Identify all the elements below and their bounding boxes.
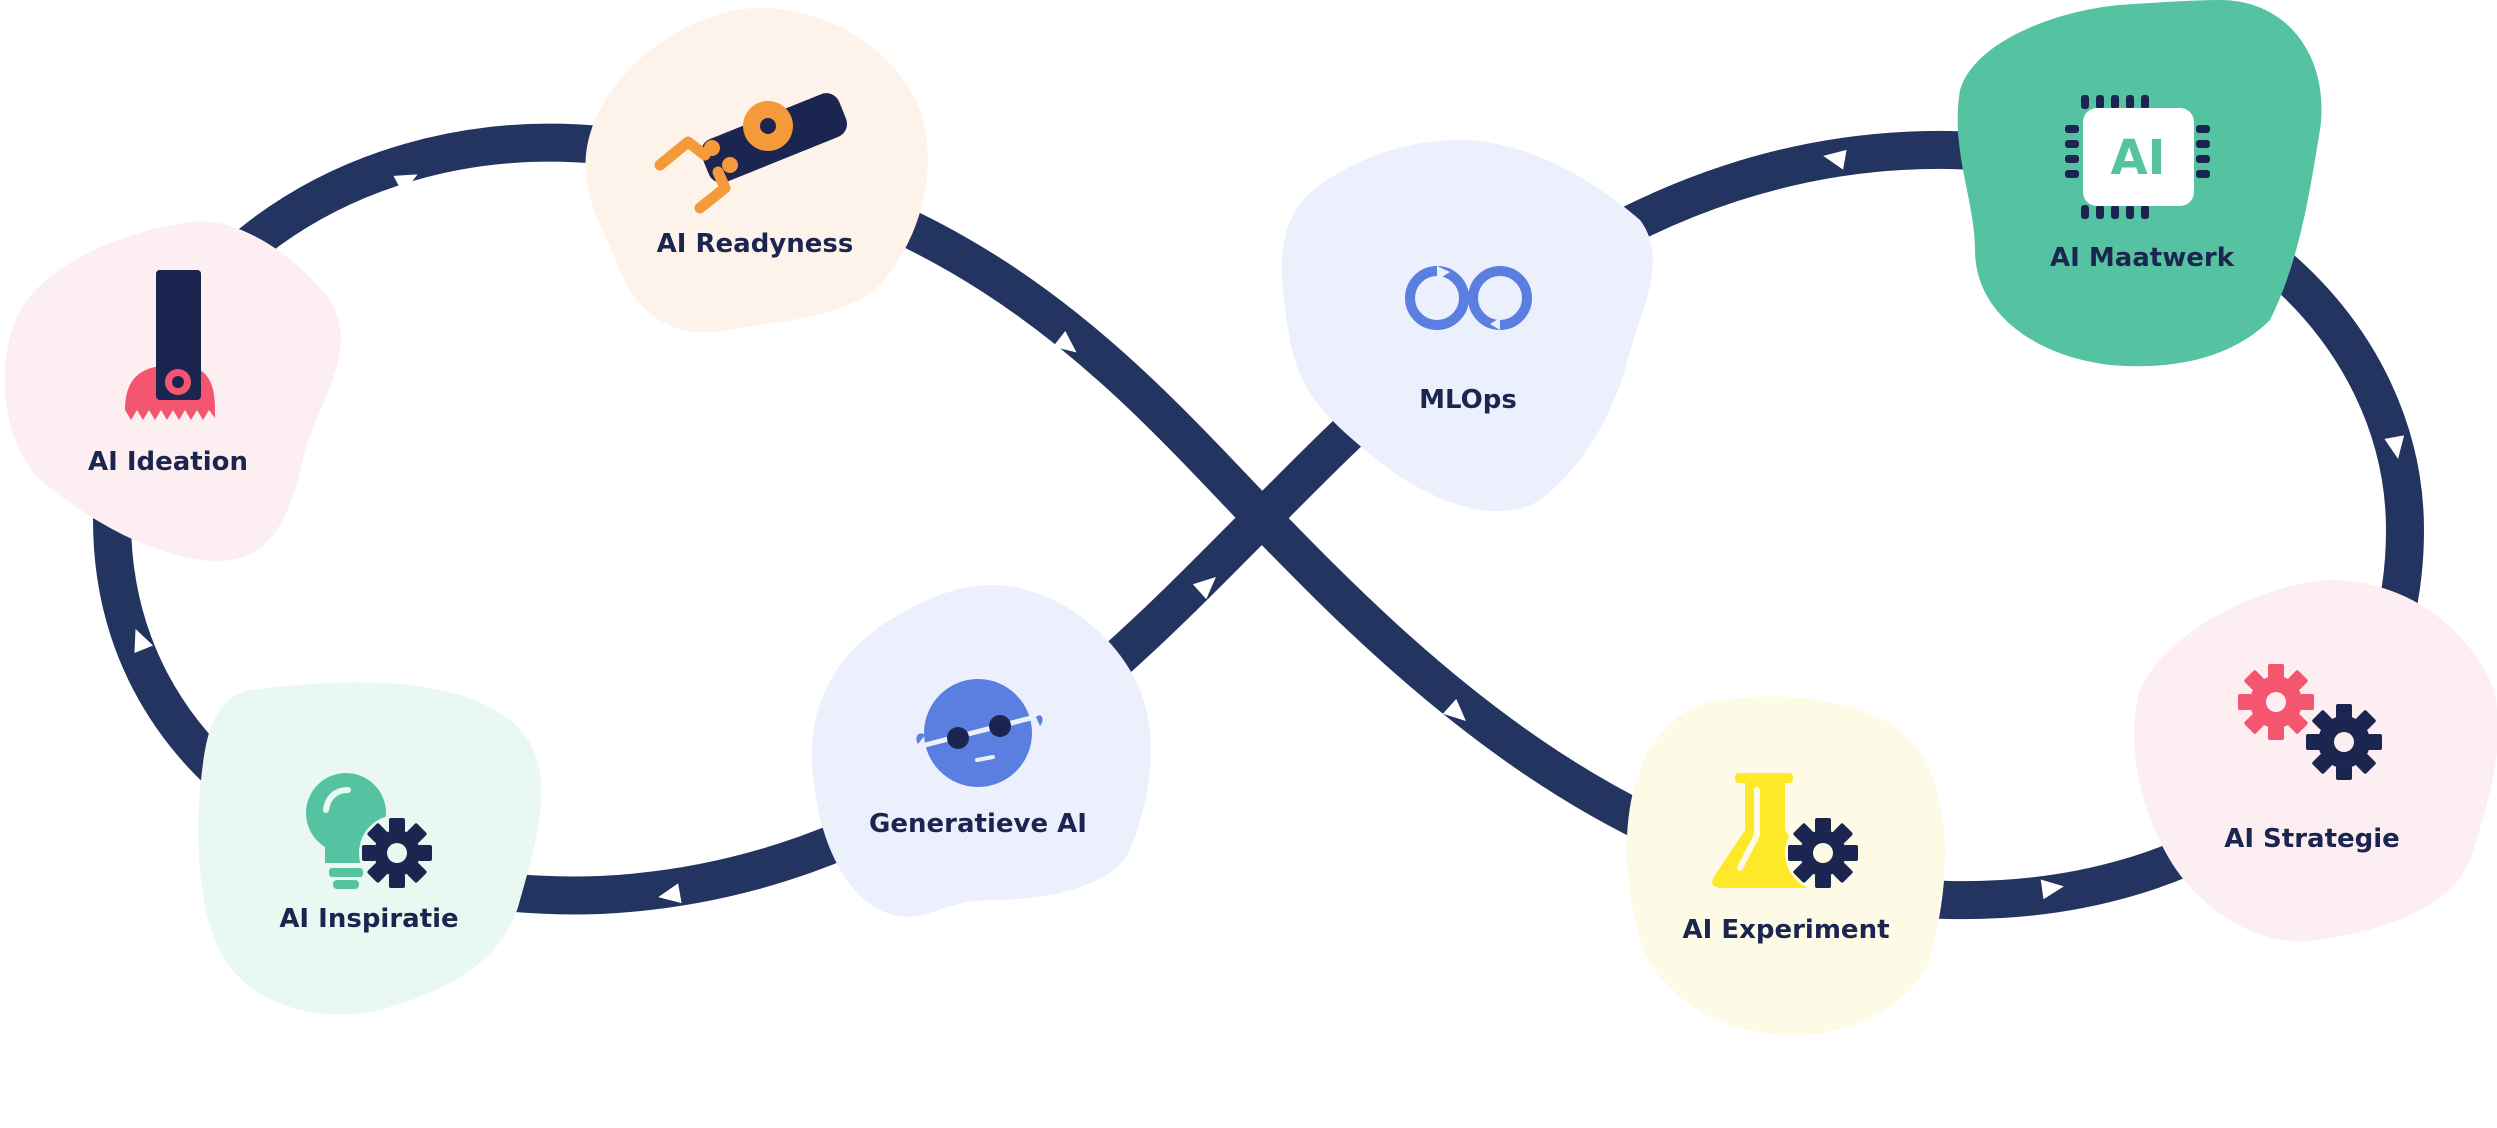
node-ai-readyness[interactable]: AI Readyness xyxy=(585,7,928,333)
arrow-5 xyxy=(2384,435,2405,459)
direction-arrows xyxy=(134,149,2405,904)
node-ai-inspiratie[interactable]: AI Inspiratie xyxy=(198,682,542,1015)
node-ai-strategie[interactable]: AI Strategie xyxy=(2134,580,2497,942)
flask-gear-icon xyxy=(1712,773,1861,891)
node-ai-maatwerk[interactable]: AI AI Maatwerk xyxy=(1957,0,2322,367)
node-label: AI Inspiratie xyxy=(279,904,458,934)
arrow-9 xyxy=(134,628,154,654)
arrow-1 xyxy=(393,174,418,194)
arrow-6 xyxy=(1823,149,1847,170)
arrow-7 xyxy=(1192,576,1216,600)
svg-text:AI: AI xyxy=(2110,130,2165,186)
readyness-blob xyxy=(585,7,928,333)
arrow-3 xyxy=(1442,698,1466,722)
robot-face-icon xyxy=(916,679,1043,787)
stamp-icon xyxy=(125,270,215,420)
node-label: Generatieve AI xyxy=(869,809,1087,839)
node-generatieve-ai[interactable]: Generatieve AI xyxy=(811,585,1151,917)
robot-arm-icon xyxy=(654,93,848,214)
node-label: AI Strategie xyxy=(2224,824,2400,854)
node-label: MLOps xyxy=(1419,385,1517,415)
node-ai-experiment[interactable]: AI Experiment xyxy=(1626,696,1946,1036)
node-ai-ideation[interactable]: AI Ideation xyxy=(4,221,341,562)
lightbulb-gear-icon xyxy=(306,773,435,891)
node-label: AI Readyness xyxy=(657,229,854,259)
arrow-2 xyxy=(1052,330,1077,353)
mlops-blob xyxy=(1281,140,1653,512)
infinity-loop-icon xyxy=(1405,266,1532,330)
node-label: AI Ideation xyxy=(88,447,248,477)
ai-chip-icon: AI xyxy=(2065,95,2210,219)
node-label: AI Maatwerk xyxy=(2050,243,2235,273)
arrow-4 xyxy=(2040,879,2064,900)
gears-icon xyxy=(2238,664,2382,780)
node-mlops[interactable]: MLOps xyxy=(1281,140,1653,512)
arrow-8 xyxy=(658,883,682,904)
node-label: AI Experiment xyxy=(1682,915,1889,945)
